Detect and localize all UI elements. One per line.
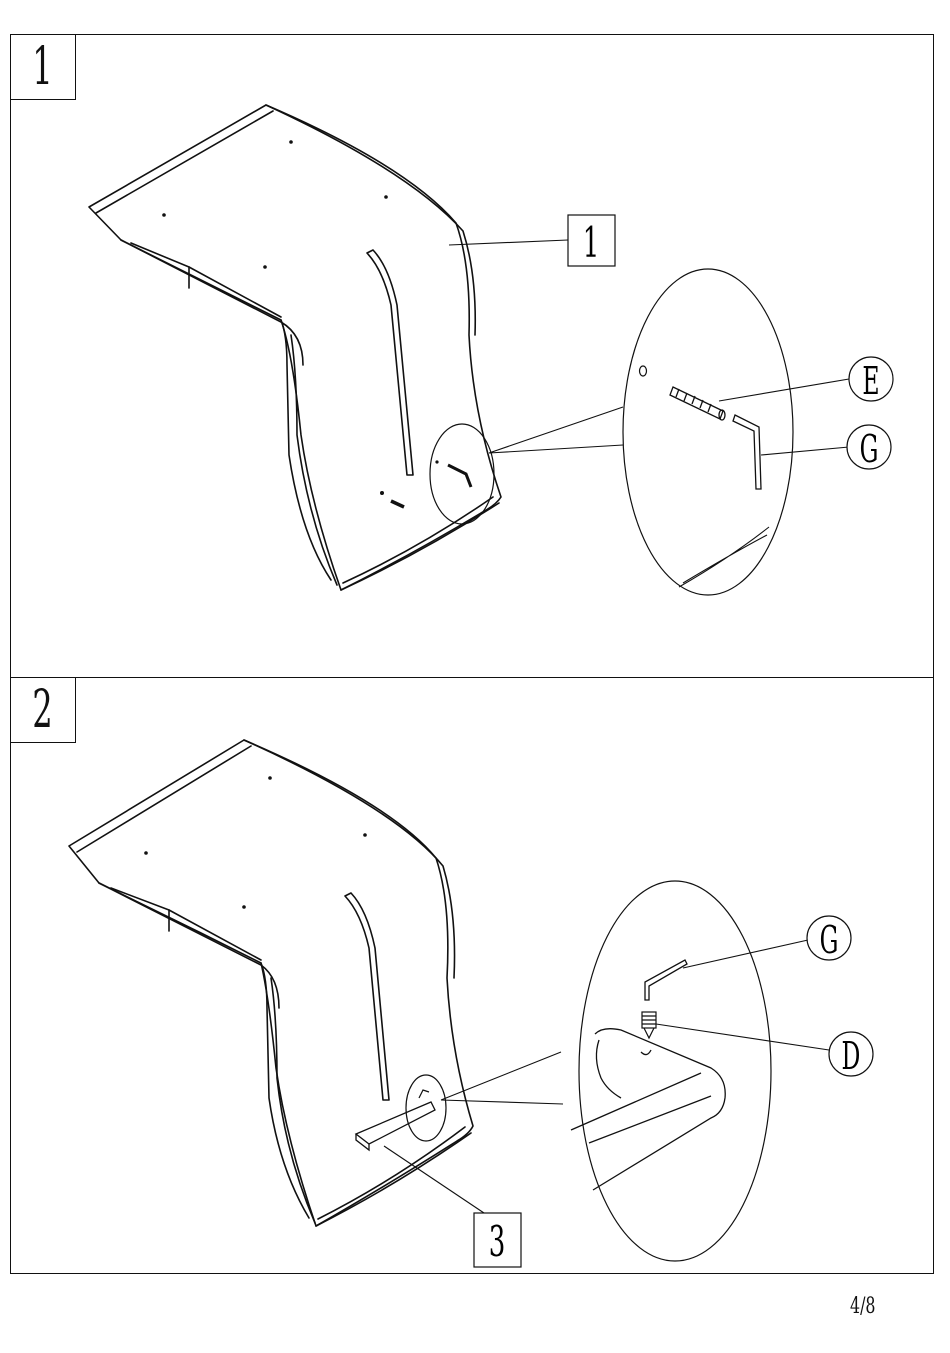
part-3-label: 3 (489, 1219, 506, 1267)
footrest-tube-detail (593, 1029, 725, 1190)
screw-mark (391, 501, 404, 507)
callout-g-label: G (820, 919, 839, 962)
callout-e-label: E (862, 360, 879, 403)
part-1-label: 1 (583, 220, 600, 268)
step-2-illustration: G D 3 (11, 678, 935, 1275)
step-1-illustration: 1 E G (11, 35, 935, 679)
screw-e-icon (670, 387, 725, 420)
detail-circle-large (623, 269, 793, 595)
seat-slot (367, 250, 413, 475)
page-number-text: 4/8 (850, 1294, 875, 1319)
nut-d-icon (642, 1012, 656, 1038)
detail-circle-large (579, 881, 771, 1261)
step-1-panel: 1 (10, 34, 934, 678)
hex-key-g-icon (645, 960, 687, 1000)
seat-slot (345, 893, 389, 1100)
callout-g-label: G (860, 428, 879, 471)
step-2-panel: 2 (10, 677, 934, 1274)
hex-key-g-icon (733, 415, 761, 489)
page-number: 4/8 (850, 1294, 885, 1319)
footrest-bar (356, 1102, 435, 1144)
stool-seat-outline (89, 105, 501, 590)
callout-d-label: D (842, 1035, 861, 1078)
detail-circle-small (430, 424, 494, 524)
